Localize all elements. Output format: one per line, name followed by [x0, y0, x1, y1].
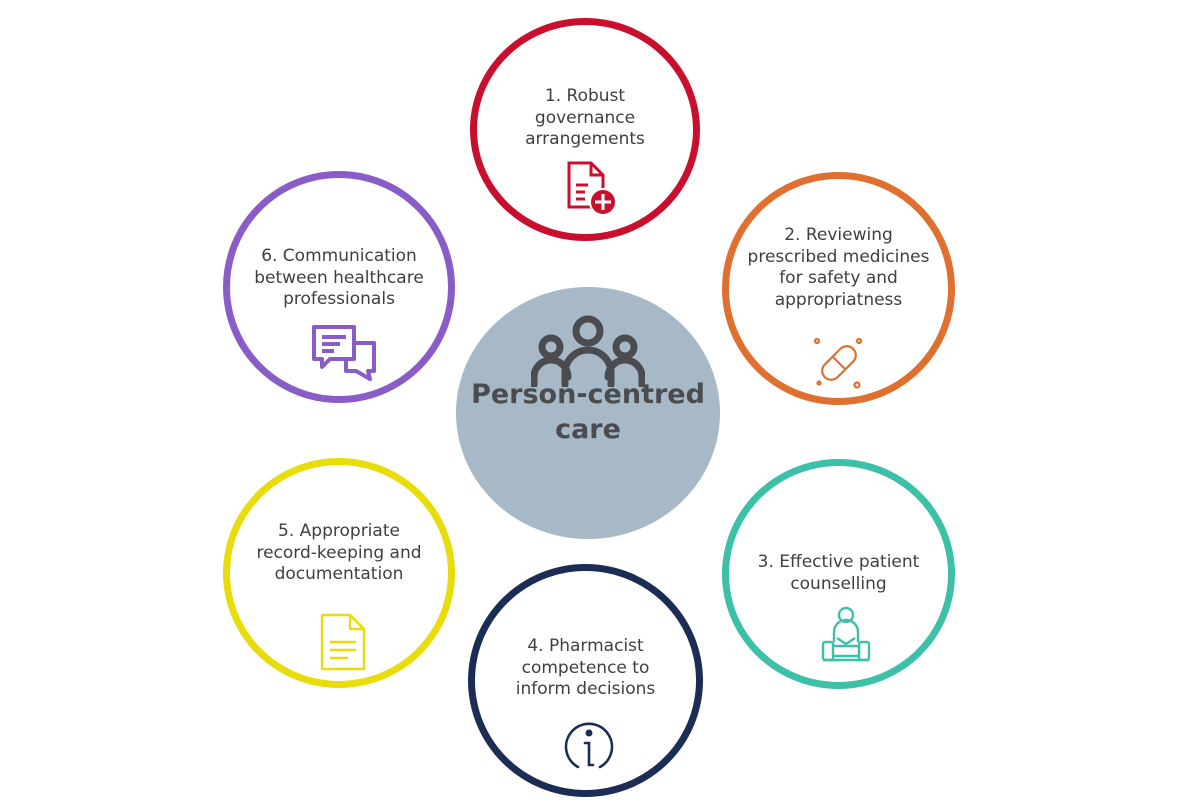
node-communication: 6. Communication between healthcare prof…: [223, 171, 455, 403]
node-governance: 1. Robust governance arrangements: [470, 18, 700, 241]
node-patient-counselling: 3. Effective patient counselling: [722, 459, 955, 689]
node-record-keeping: 5. Appropriate record-keeping and docume…: [223, 458, 455, 688]
center-title: Person-centred care: [471, 379, 705, 445]
node-reviewing-medicines: 2. Reviewing prescribed medicines for sa…: [722, 172, 955, 405]
node-label-record-keeping: 5. Appropriate record-keeping and docume…: [256, 521, 422, 584]
document-plus-icon: [567, 161, 617, 216]
document-lines-icon: [320, 613, 366, 671]
information-icon: [564, 722, 614, 769]
node-label-governance: 1. Robust governance arrangements: [525, 86, 645, 149]
people-group-icon: [531, 315, 645, 387]
seated-patient-icon: [821, 606, 871, 662]
center-circle: Person-centred care: [456, 287, 720, 539]
chat-bubbles-icon: [312, 325, 376, 381]
node-label-pharmacist-competence: 4. Pharmacist competence to inform decis…: [515, 636, 656, 699]
node-label-communication: 6. Communication between healthcare prof…: [254, 246, 424, 309]
node-pharmacist-competence: 4. Pharmacist competence to inform decis…: [468, 564, 703, 797]
pill-capsule-icon: [813, 337, 863, 389]
node-label-patient-counselling: 3. Effective patient counselling: [757, 552, 920, 594]
node-label-reviewing-medicines: 2. Reviewing prescribed medicines for sa…: [747, 225, 930, 310]
